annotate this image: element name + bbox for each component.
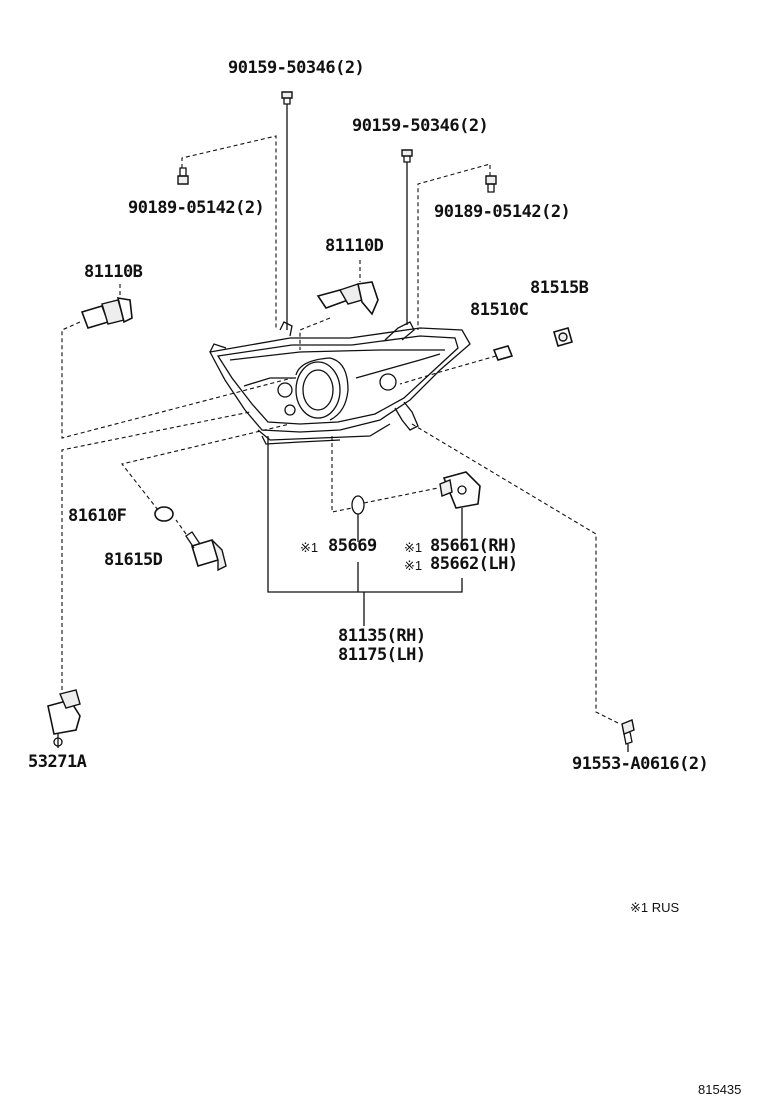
screw-icon	[485, 175, 497, 193]
footnote: ※1 RUS	[630, 900, 680, 915]
part-label-bolt-top-left[interactable]: 90159-50346(2)	[228, 58, 365, 78]
note-mark-ballast-lh: ※1	[404, 558, 423, 573]
part-label-81610F[interactable]: 81610F	[68, 506, 127, 526]
wedge-bulb-icon	[154, 506, 174, 522]
part-label-screw-right[interactable]: 90189-05142(2)	[434, 202, 571, 222]
clip-icon	[621, 719, 635, 745]
part-label-53271A[interactable]: 53271A	[28, 752, 87, 772]
part-label-81510C[interactable]: 81510C	[470, 300, 529, 320]
socket-icon	[553, 327, 573, 347]
headlamp-housing-icon	[209, 321, 471, 445]
part-label-81110B[interactable]: 81110B	[84, 262, 143, 282]
gasket-icon	[351, 495, 365, 515]
part-label-91553[interactable]: 91553-A0616(2)	[572, 754, 709, 774]
bolt-icon	[401, 149, 413, 163]
part-label-81110D[interactable]: 81110D	[325, 236, 384, 256]
wedge-bulb-icon	[492, 345, 514, 361]
screw-icon	[177, 167, 189, 185]
part-label-81615D[interactable]: 81615D	[104, 550, 163, 570]
part-label-85662[interactable]: 85662(LH)	[430, 554, 518, 574]
note-mark-gasket: ※1	[300, 540, 319, 555]
ballast-icon	[439, 471, 481, 509]
part-label-81515B[interactable]: 81515B	[530, 278, 589, 298]
diagram-id: 815435	[698, 1082, 742, 1097]
actuator-icon	[47, 689, 81, 747]
part-label-81175[interactable]: 81175(LH)	[338, 645, 426, 665]
part-label-85669[interactable]: 85669	[328, 536, 377, 556]
part-label-bolt-top-right[interactable]: 90159-50346(2)	[352, 116, 489, 136]
headlamp-bulb-icon	[316, 281, 379, 316]
socket-icon	[185, 531, 227, 572]
part-label-85661[interactable]: 85661(RH)	[430, 536, 518, 556]
headlamp-bulb-icon	[80, 297, 133, 329]
part-label-81135[interactable]: 81135(RH)	[338, 626, 426, 646]
part-label-screw-left[interactable]: 90189-05142(2)	[128, 198, 265, 218]
note-mark-ballast-rh: ※1	[404, 540, 423, 555]
bolt-icon	[281, 91, 293, 105]
